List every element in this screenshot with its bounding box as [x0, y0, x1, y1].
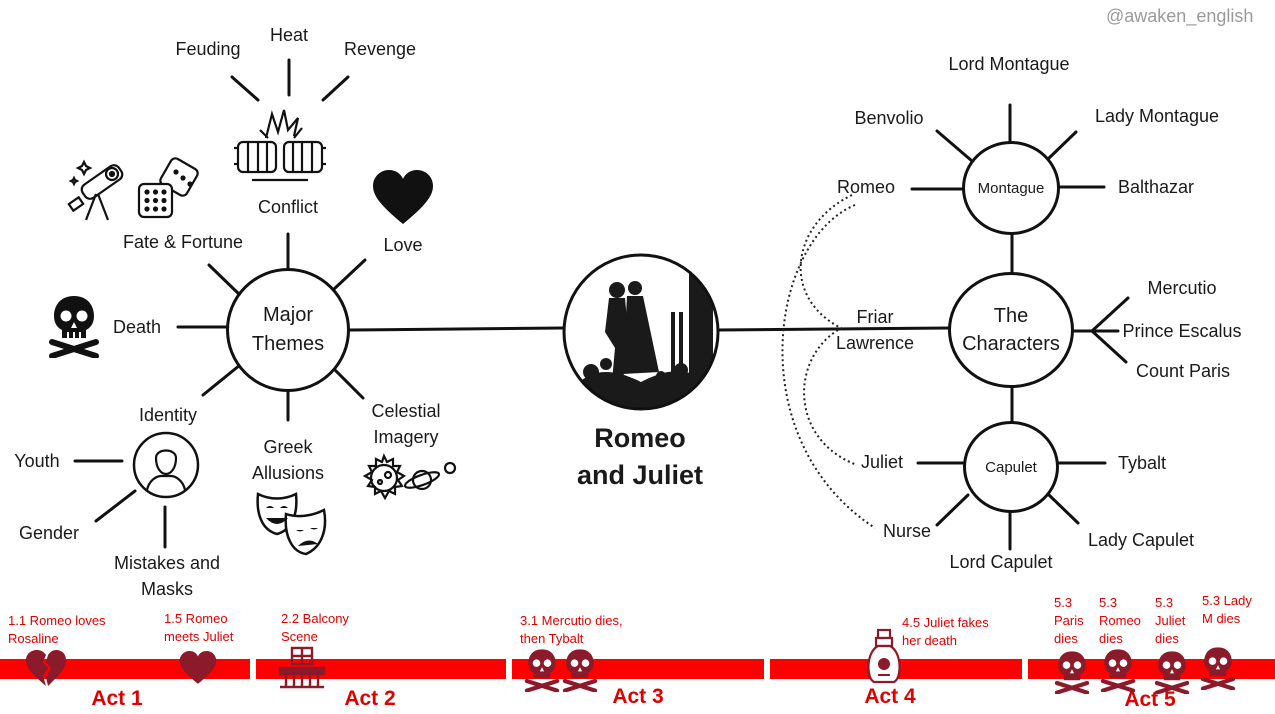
event-5-3-romeo: 5.3 Romeo dies: [1099, 595, 1141, 646]
char-lord-montague: Lord Montague: [948, 54, 1070, 74]
theme-mistakes: Mistakes and Masks: [102, 550, 232, 602]
skull-crossbones-icon: [1100, 649, 1136, 692]
theme-conflict: Conflict: [257, 197, 319, 217]
char-juliet: Juliet: [860, 452, 904, 472]
fist-bump-icon: [234, 109, 326, 182]
char-romeo: Romeo: [836, 177, 896, 197]
hub-line-1: Major: [262, 304, 313, 326]
act-3-label: Act 3: [612, 685, 664, 708]
event-5-3-juliet: 5.3 Juliet dies: [1155, 595, 1186, 646]
skull-crossbones-icon: [49, 296, 99, 358]
theme-revenge: Revenge: [343, 39, 417, 59]
char-benvolio: Benvolio: [854, 108, 924, 128]
theme-youth: Youth: [14, 451, 60, 471]
event-5-3-lady-m: 5.3 Lady M dies: [1202, 593, 1252, 626]
char-lord-capulet: Lord Capulet: [949, 552, 1053, 572]
montague-node: Montague: [962, 141, 1060, 235]
capulet-node: Capulet: [963, 421, 1059, 513]
theme-feuding: Feuding: [175, 39, 241, 59]
center-title: Romeo and Juliet: [560, 420, 720, 494]
skull-crossbones-icon: [1200, 647, 1236, 690]
friar-line-1: Friar: [856, 307, 894, 327]
title-line-1: Romeo: [594, 423, 686, 453]
broken-heart-icon: [26, 650, 66, 686]
skull-crossbones-icon: [524, 649, 560, 692]
theme-gender: Gender: [18, 523, 80, 543]
skull-crossbones-icon: [1154, 651, 1190, 694]
theatre-masks-icon: [256, 492, 327, 556]
balcony-icon: [278, 646, 326, 689]
char-tybalt: Tybalt: [1117, 453, 1167, 473]
event-1-1: 1.1 Romeo loves Rosaline: [8, 613, 106, 646]
act-5-label: Act 5: [1124, 688, 1176, 711]
act-4-label: Act 4: [864, 685, 916, 708]
greek-line-1: Greek: [263, 437, 313, 457]
watermark: @awaken_english: [1106, 6, 1254, 26]
hub-line-1: The: [993, 305, 1029, 327]
hub-line-2: Themes: [251, 333, 325, 355]
lovers-silhouette-icon: [562, 253, 720, 411]
event-5-3-paris: 5.3 Paris dies: [1054, 595, 1084, 646]
char-balthazar: Balthazar: [1117, 177, 1195, 197]
sun-planet-icon: [362, 453, 457, 501]
char-friar-lawrence: Friar Lawrence: [826, 304, 924, 356]
mistakes-line-1: Mistakes and: [113, 553, 221, 573]
mistakes-line-2: Masks: [140, 579, 193, 599]
theme-fate: Fate & Fortune: [122, 232, 244, 252]
event-1-5: 1.5 Romeo meets Juliet: [164, 611, 234, 644]
skull-crossbones-icon: [1054, 651, 1090, 694]
theme-celestial: Celestial Imagery: [360, 398, 452, 450]
theme-death: Death: [112, 317, 162, 337]
montague-label: Montague: [977, 179, 1045, 197]
theme-heat: Heat: [269, 25, 309, 45]
char-nurse: Nurse: [882, 521, 931, 541]
telescope-icon: [67, 159, 124, 221]
char-lady-capulet: Lady Capulet: [1087, 530, 1195, 550]
title-line-2: and Juliet: [576, 460, 704, 490]
event-3-1: 3.1 Mercutio dies, then Tybalt: [520, 613, 623, 646]
event-2-2: 2.2 Balcony Scene: [281, 611, 349, 644]
theme-identity: Identity: [138, 405, 198, 425]
char-mercutio: Mercutio: [1147, 278, 1217, 298]
char-lady-montague: Lady Montague: [1094, 106, 1220, 126]
poison-bottle-icon: [867, 628, 901, 684]
skull-crossbones-icon: [562, 649, 598, 692]
dice-icon: [137, 157, 199, 219]
event-4-5: 4.5 Juliet fakes her death: [902, 615, 989, 648]
theme-greek: Greek Allusions: [242, 434, 334, 486]
char-prince: Prince Escalus: [1122, 321, 1242, 341]
heart-icon: [373, 170, 433, 224]
char-paris: Count Paris: [1135, 361, 1231, 381]
theme-love: Love: [383, 235, 423, 255]
celestial-line-2: Imagery: [373, 427, 439, 447]
greek-line-2: Allusions: [251, 463, 325, 483]
hub-line-2: Characters: [962, 333, 1060, 355]
person-icon: [132, 431, 200, 499]
celestial-line-1: Celestial: [371, 401, 441, 421]
act-1-label: Act 1: [91, 687, 143, 710]
major-themes-hub: Major Themes: [226, 268, 350, 392]
act-2-label: Act 2: [344, 687, 396, 710]
friar-line-2: Lawrence: [835, 333, 915, 353]
characters-hub: The Characters: [948, 272, 1074, 388]
capulet-label: Capulet: [985, 458, 1037, 476]
heart-icon: [179, 651, 217, 684]
